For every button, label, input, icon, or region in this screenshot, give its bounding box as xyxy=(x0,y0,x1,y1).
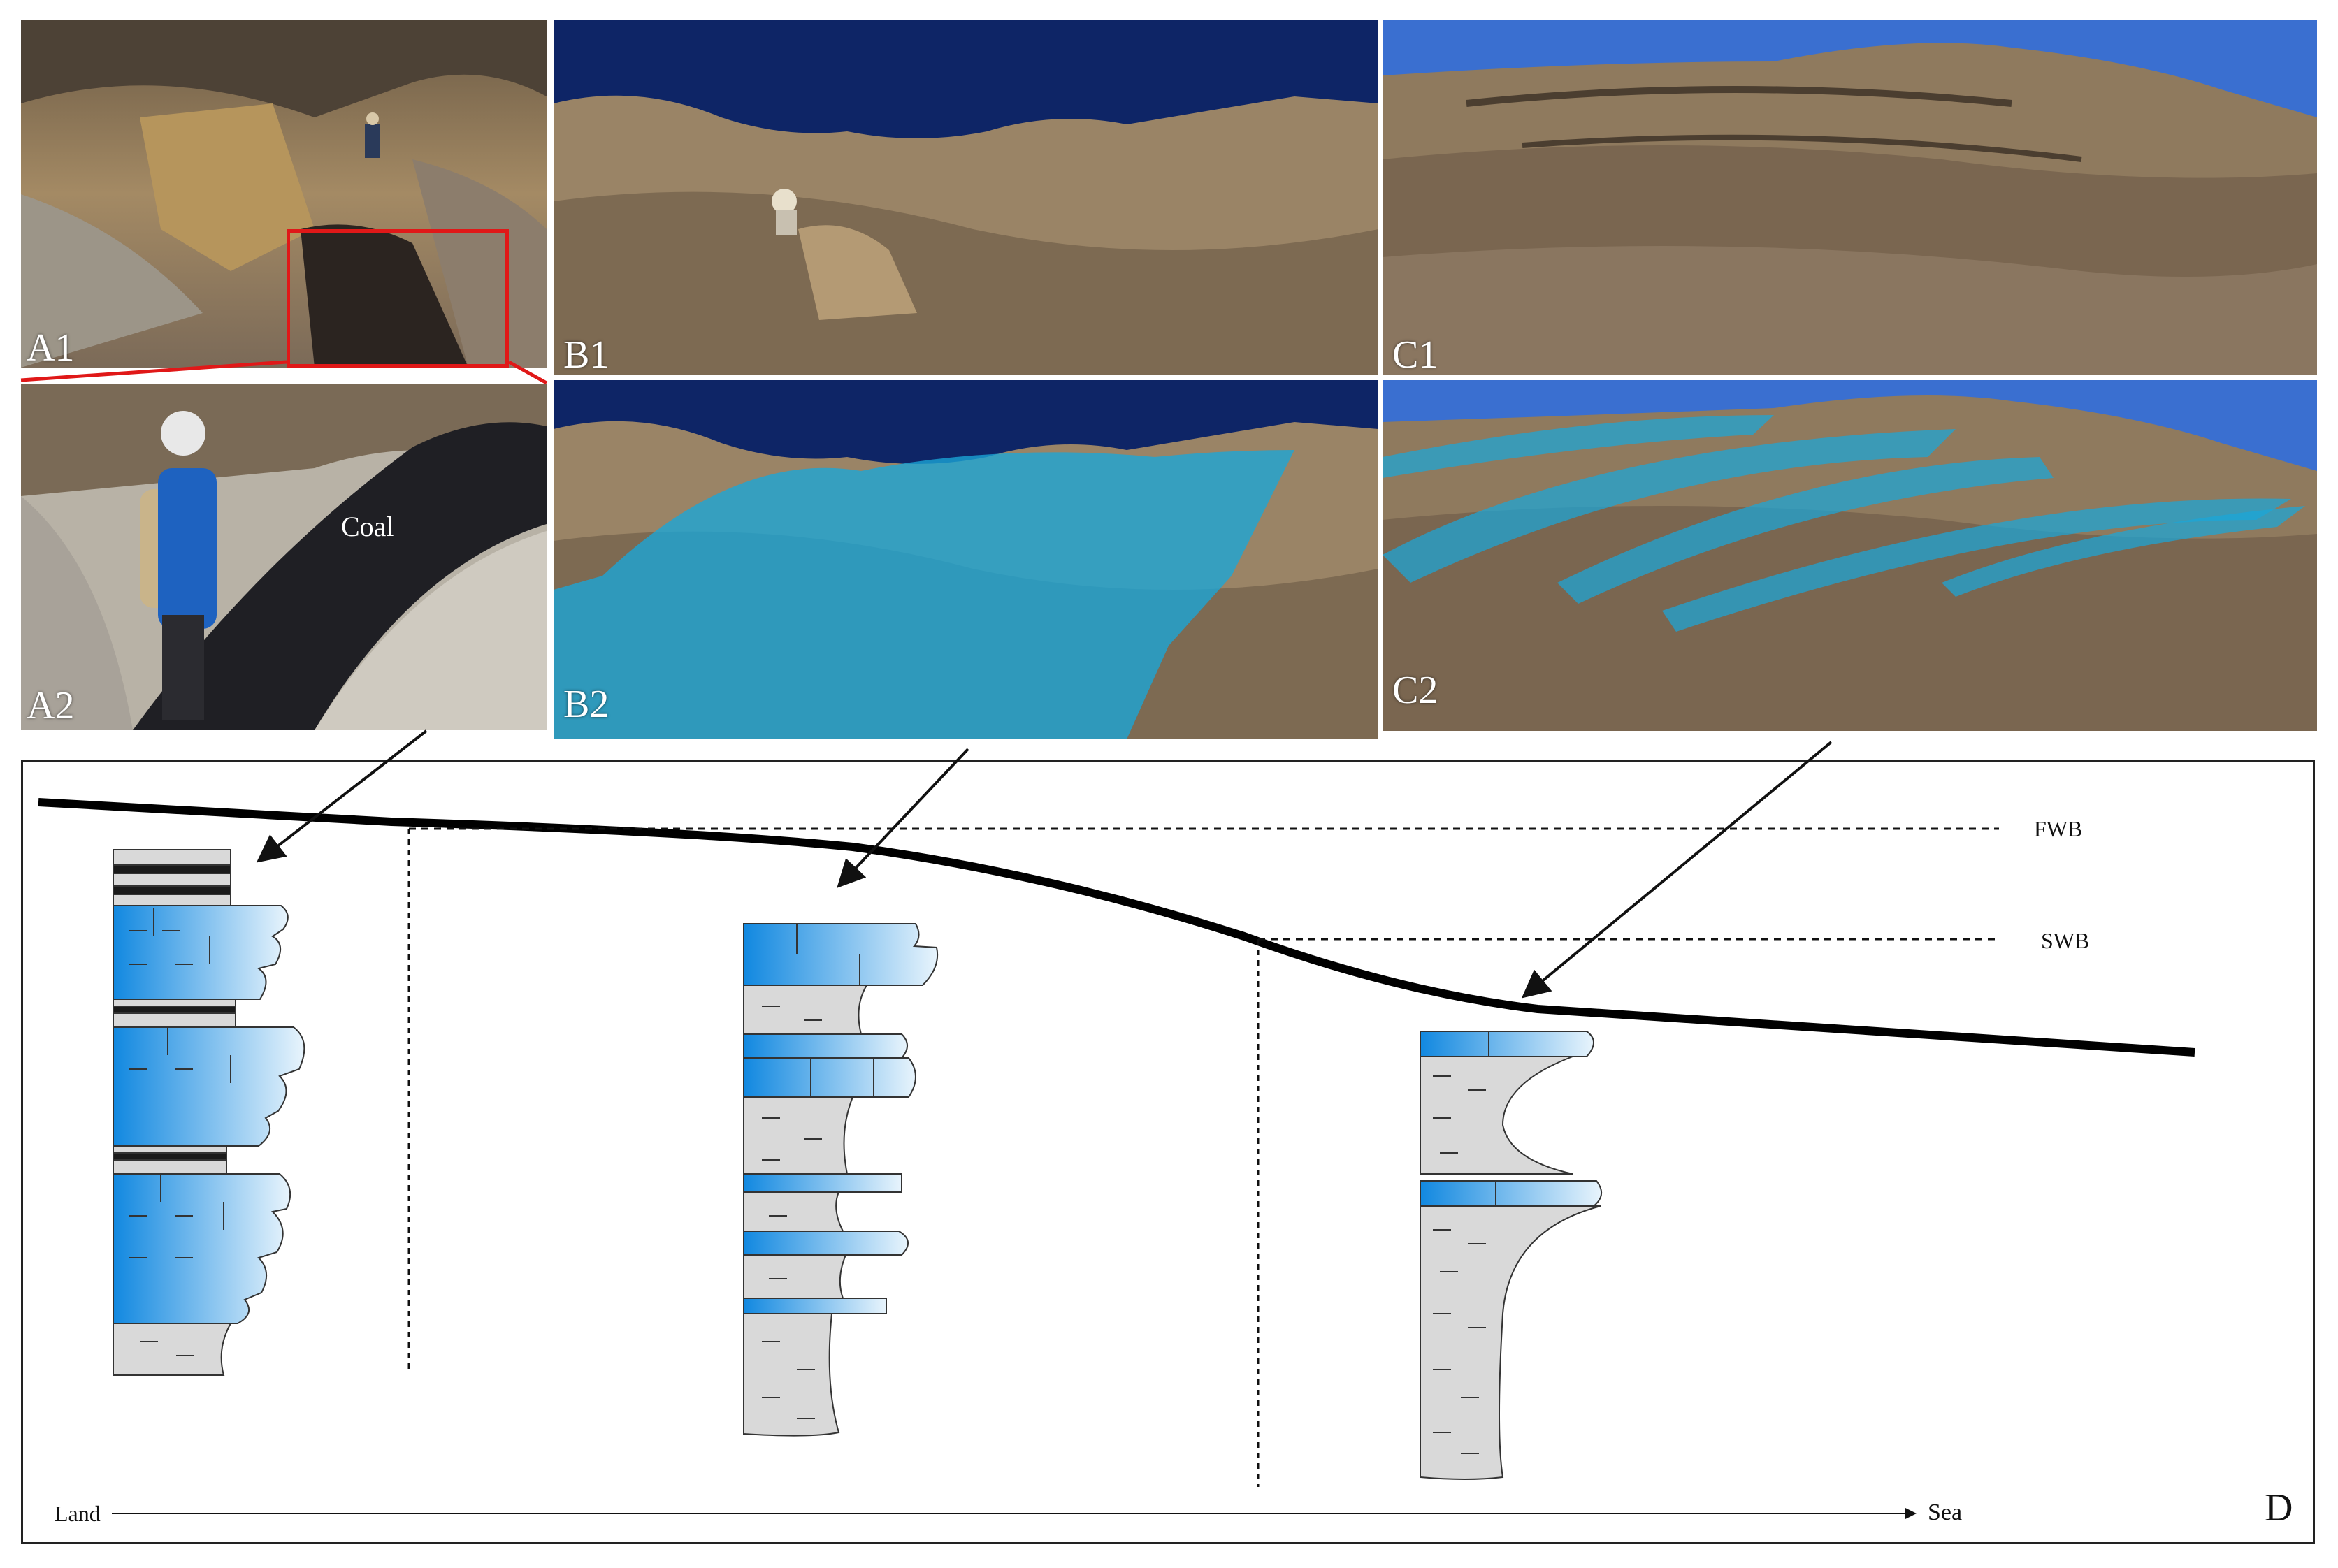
highlighted-limestone-beds xyxy=(1383,415,2305,632)
panel-label-a1: A1 xyxy=(27,326,75,368)
photo-panel-a1: A1 xyxy=(21,20,547,368)
photo-panel-c1: C1 xyxy=(1383,20,2317,375)
panel-label-b1: B1 xyxy=(563,333,609,375)
panel-label-c1: C1 xyxy=(1392,333,1438,375)
panel-label-d: D xyxy=(2265,1486,2293,1530)
outcrop-photo-c2 xyxy=(1383,380,2317,731)
outcrop-photo-a2 xyxy=(21,384,547,730)
outcrop-photo-a1 xyxy=(21,20,547,368)
panel-label-c2: C2 xyxy=(1392,669,1438,712)
stratigraphic-column-1 xyxy=(113,849,305,1376)
panel-label-b2: B2 xyxy=(563,683,609,726)
photo-detail-box xyxy=(287,229,509,368)
depositional-model-frame xyxy=(21,760,2315,1544)
coal-annotation: Coal xyxy=(341,511,394,542)
photo-panel-a2: Coal A2 xyxy=(21,384,547,730)
photo-panel-c2: C2 xyxy=(1383,380,2317,731)
photo-panel-b2: B2 xyxy=(554,380,1378,739)
outcrop-photo-b1 xyxy=(554,20,1378,375)
fwb-label: FWB xyxy=(2034,816,2083,841)
seafloor-profile-line xyxy=(38,798,2195,1057)
axis-end-label: Sea xyxy=(1928,1500,1963,1525)
stratigraphic-column-2 xyxy=(743,923,938,1437)
outcrop-photo-c1 xyxy=(1383,20,2317,375)
photo-panel-b1: B1 xyxy=(554,20,1378,375)
panel-label-a2: A2 xyxy=(27,684,75,727)
stratigraphic-column-3 xyxy=(1420,1031,1602,1480)
swb-label: SWB xyxy=(2041,928,2090,953)
arrow-c-to-column xyxy=(1521,741,1833,999)
outcrop-photo-b2 xyxy=(554,380,1378,739)
axis-start-label: Land xyxy=(55,1501,101,1526)
highlighted-limestone-area xyxy=(554,450,1294,739)
arrow-b-to-column xyxy=(837,748,969,888)
arrow-a-to-column xyxy=(256,729,428,863)
